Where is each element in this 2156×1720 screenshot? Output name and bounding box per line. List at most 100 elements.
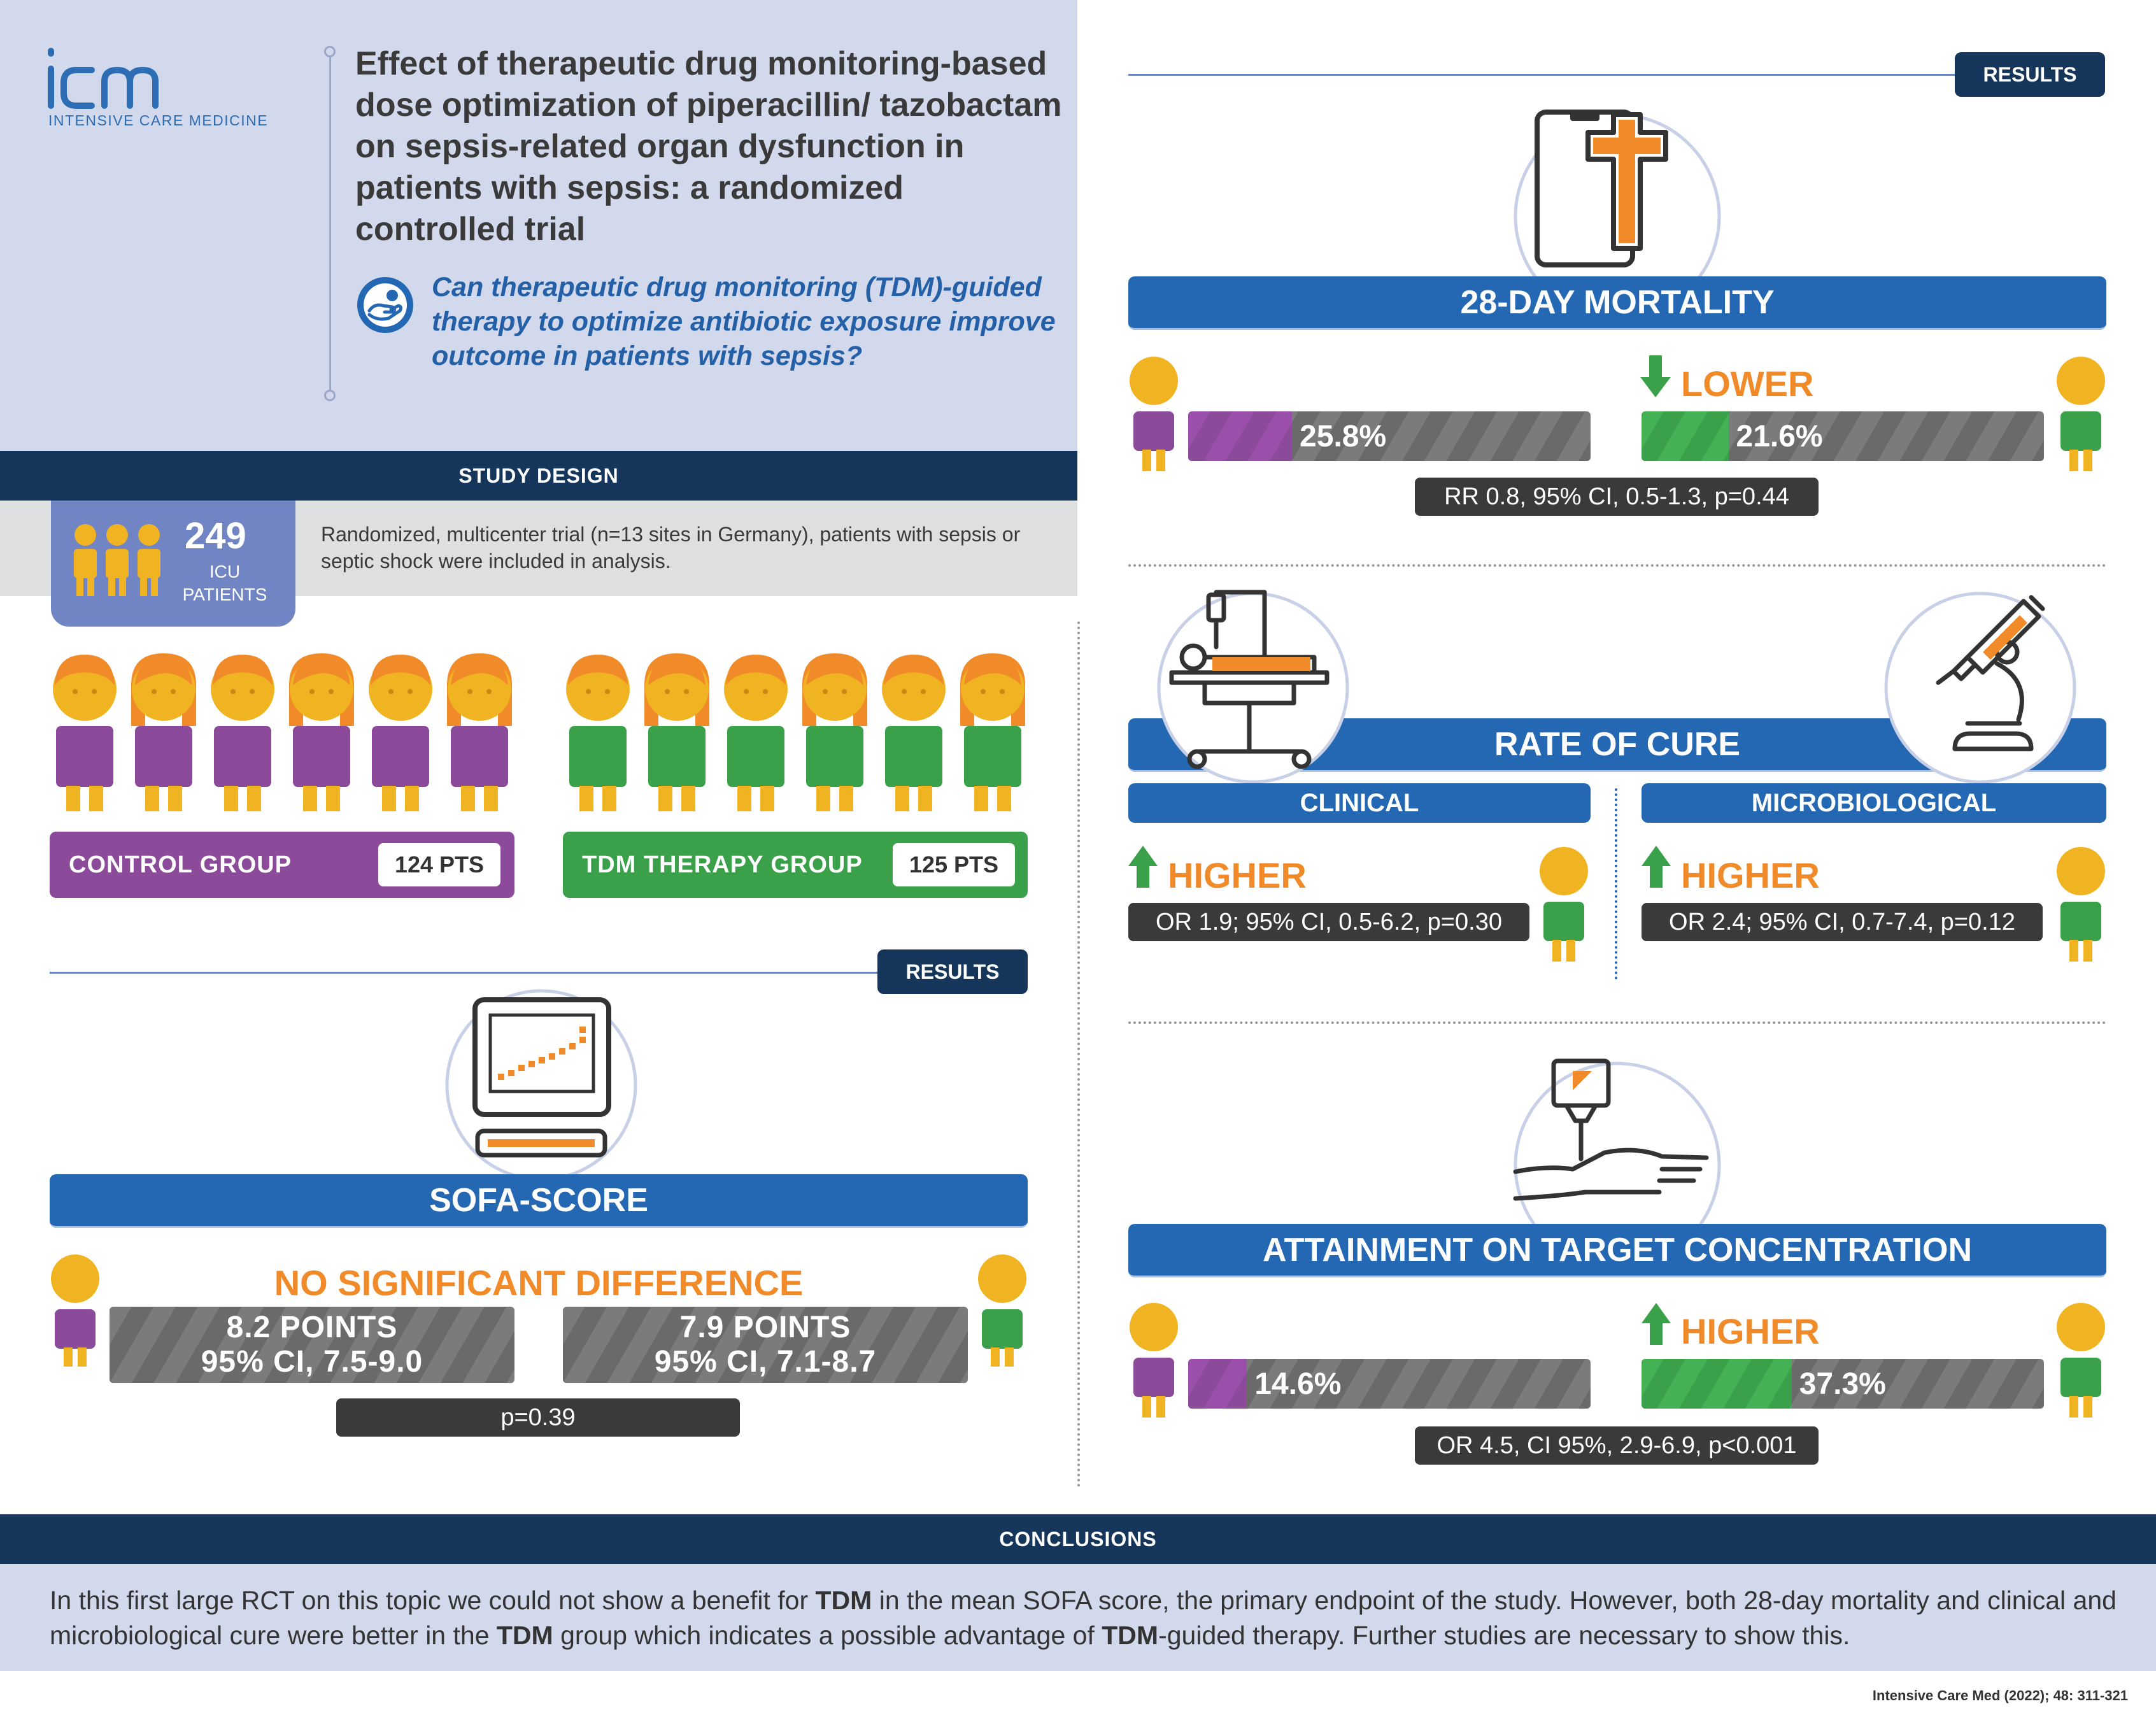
conclusion-tdm: TDM <box>1102 1621 1159 1650</box>
mortality-title-bar: 28-DAY MORTALITY <box>1128 276 2106 330</box>
section-divider <box>1128 564 2106 567</box>
section-divider <box>1128 1021 2106 1024</box>
tdm-count-badge: 125 PTS <box>893 843 1015 886</box>
sofa-verdict: NO SIGNIFICANT DIFFERENCE <box>274 1263 804 1303</box>
clinical-cure-bar: CLINICAL <box>1128 783 1591 823</box>
patients-count: 249 <box>185 515 246 557</box>
patients-group-icon <box>74 524 160 596</box>
female-patient-icon <box>289 653 354 811</box>
conclusions-band: CONCLUSIONS <box>0 1514 2156 1564</box>
male-patient-icon <box>566 655 630 811</box>
results-tag-right: RESULTS <box>1955 52 2105 97</box>
female-patient-icon <box>447 653 512 811</box>
mortality-tdm-fill <box>1642 411 1729 461</box>
hospital-bed-icon <box>1157 590 1349 784</box>
mortality-verdict: LOWER <box>1681 364 1814 404</box>
mortality-icon <box>1514 110 1721 320</box>
mortality-stat: RR 0.8, 95% CI, 0.5-1.3, p=0.44 <box>1415 478 1819 516</box>
arrow-up-icon <box>1128 846 1158 888</box>
header-panel <box>0 0 1077 451</box>
divider-dot <box>324 46 336 57</box>
mortality-tdm-value: 21.6% <box>1736 419 1823 453</box>
mortality-control-bar: 25.8% <box>1188 411 1591 461</box>
sofa-p-value: p=0.39 <box>336 1398 740 1437</box>
tdm-patient-icon <box>978 1254 1026 1367</box>
attainment-verdict: HIGHER <box>1681 1311 1820 1351</box>
conclusion-part: -guided therapy. Further studies are nec… <box>1158 1621 1850 1650</box>
cure-divider <box>1615 788 1617 979</box>
conclusion-tdm: TDM <box>815 1586 872 1615</box>
article-title: Effect of therapeutic drug monitoring-ba… <box>355 45 1062 248</box>
male-patient-icon <box>369 655 432 811</box>
micro-cure-bar: MICROBIOLOGICAL <box>1642 783 2106 823</box>
micro-verdict: HIGHER <box>1681 855 1820 895</box>
mortality-tdm-bar: 21.6% <box>1642 411 2044 461</box>
mortality-control-fill <box>1188 411 1293 461</box>
conclusion-tdm: TDM <box>496 1621 553 1650</box>
sofa-tdm-value: 7.9 POINTS <box>679 1311 851 1344</box>
conclusion-part: group which indicates a possible advanta… <box>553 1621 1102 1650</box>
sofa-control-value: 8.2 POINTS <box>226 1311 398 1344</box>
tdm-patient-icon <box>2057 357 2105 471</box>
tdm-group-label: TDM THERAPY GROUP <box>582 851 863 878</box>
logo-subtitle: INTENSIVE CARE MEDICINE <box>48 112 269 129</box>
monitor-icon <box>445 989 637 1181</box>
tdm-people-row <box>563 650 1034 815</box>
sofa-tdm-box: 7.9 POINTS 95% CI, 7.1-8.7 <box>563 1307 968 1383</box>
conclusions-panel <box>0 1564 2156 1671</box>
results-line <box>50 972 877 974</box>
male-patient-icon <box>882 655 946 811</box>
study-description: Randomized, multicenter trial (n=13 site… <box>321 523 1021 572</box>
female-patient-icon <box>644 653 709 811</box>
male-patient-icon <box>724 655 788 811</box>
sofa-control-ci: 95% CI, 7.5-9.0 <box>201 1345 423 1379</box>
attainment-control-bar: 14.6% <box>1188 1359 1591 1409</box>
research-question: Can therapeutic drug monitoring (TDM)-gu… <box>432 272 1056 371</box>
female-patient-icon <box>131 653 196 811</box>
tdm-patient-icon <box>1540 847 1588 962</box>
conclusion-part: in the mean SOFA score, the primary endp… <box>50 1586 2117 1650</box>
results-line-right <box>1128 74 1956 76</box>
divider-line <box>329 52 331 396</box>
attainment-tdm-value: 37.3% <box>1799 1367 1886 1401</box>
control-people-row <box>50 650 521 815</box>
control-patient-icon <box>1130 1303 1178 1418</box>
female-patient-icon <box>960 653 1025 811</box>
divider-dot <box>324 390 336 401</box>
tdm-patient-icon <box>2057 1303 2105 1418</box>
citation: Intensive Care Med (2022); 48: 311-321 <box>1872 1688 2128 1703</box>
clinical-stat: OR 1.9; 95% CI, 0.5-6.2, p=0.30 <box>1128 903 1529 941</box>
study-design-band: STUDY DESIGN <box>0 451 1077 501</box>
attainment-tdm-fill <box>1642 1359 1792 1409</box>
clinical-verdict: HIGHER <box>1168 855 1307 895</box>
conclusion-part: In this first large RCT on this topic we… <box>50 1586 816 1615</box>
microscope-icon <box>1884 592 2076 784</box>
control-count-badge: 124 PTS <box>378 843 500 886</box>
sofa-tdm-ci: 95% CI, 7.1-8.7 <box>654 1345 877 1379</box>
attainment-title-bar: ATTAINMENT ON TARGET CONCENTRATION <box>1128 1224 2106 1277</box>
results-tag: RESULTS <box>877 949 1028 994</box>
arrow-down-icon <box>1640 355 1671 397</box>
attainment-control-value: 14.6% <box>1254 1367 1342 1401</box>
control-patient-icon <box>51 1254 99 1367</box>
column-divider <box>1077 622 1080 1488</box>
patients-label: ICU PATIENTS <box>182 562 267 604</box>
female-patient-icon <box>802 653 867 811</box>
question-icon <box>357 277 413 333</box>
male-patient-icon <box>53 655 117 811</box>
mortality-control-value: 25.8% <box>1300 419 1387 453</box>
male-patient-icon <box>211 655 274 811</box>
tdm-patient-icon <box>2057 847 2105 962</box>
arrow-up-icon <box>1642 846 1671 888</box>
control-group-label: CONTROL GROUP <box>69 851 292 878</box>
control-patient-icon <box>1130 357 1178 471</box>
sofa-title-bar: SOFA-SCORE <box>50 1174 1028 1228</box>
micro-stat: OR 2.4; 95% CI, 0.7-7.4, p=0.12 <box>1642 903 2043 941</box>
icm-logo <box>48 48 159 109</box>
attainment-control-fill <box>1188 1359 1247 1409</box>
attainment-tdm-bar: 37.3% <box>1642 1359 2044 1409</box>
sofa-control-box: 8.2 POINTS 95% CI, 7.5-9.0 <box>110 1307 514 1383</box>
arrow-up-icon <box>1642 1303 1671 1345</box>
infusion-hand-icon <box>1513 1058 1721 1269</box>
conclusions-text: In this first large RCT on this topic we… <box>50 1583 2125 1653</box>
